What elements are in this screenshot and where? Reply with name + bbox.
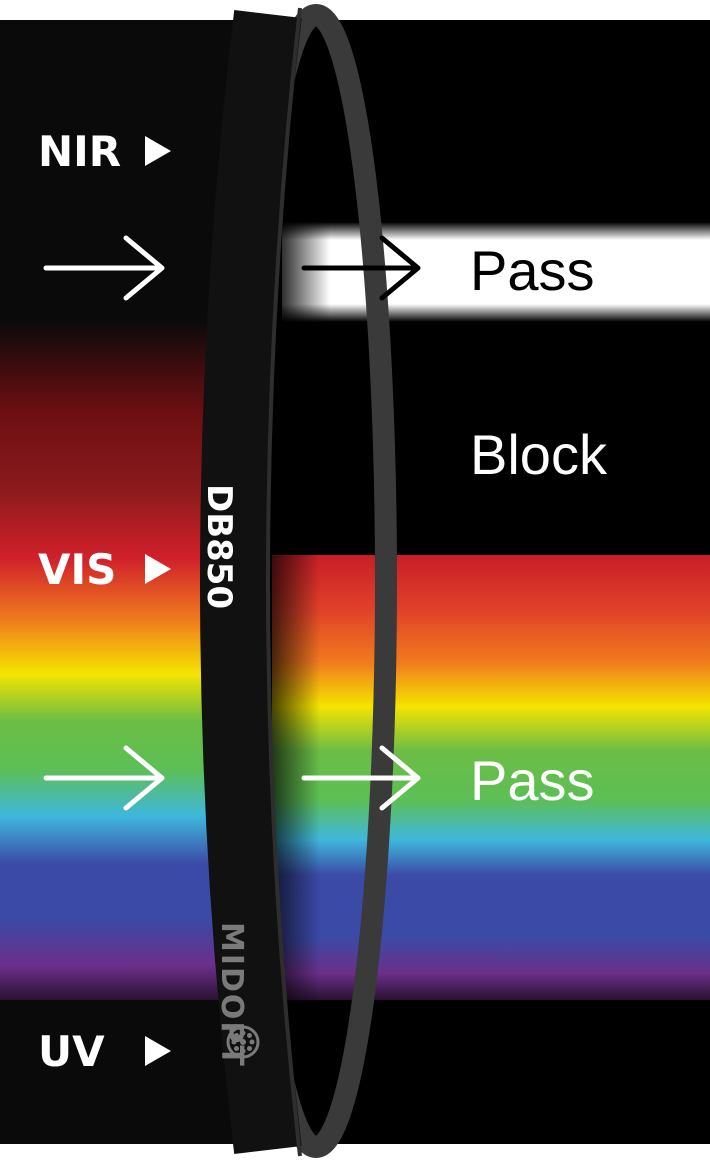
midopt-logo-icon — [226, 1025, 260, 1059]
vis-incoming-arrow-right-icon — [43, 745, 165, 811]
uv-label: UV — [38, 1027, 105, 1076]
nir-pass-label: Pass — [470, 239, 595, 302]
vis-pass-label: Pass — [470, 749, 595, 812]
block-label: Block — [470, 423, 608, 486]
brand-label: MIDOPT — [214, 922, 249, 1068]
nir-pass-band — [282, 222, 710, 322]
filter-model-label: DB850 — [199, 484, 239, 609]
uv-pointer-triangle-right-icon — [145, 1036, 171, 1066]
vis-label: VIS — [38, 545, 116, 594]
vis-pointer-triangle-right-icon — [145, 554, 171, 584]
brand-mark: MIDOPT — [214, 922, 249, 1068]
nir-pass-band-fade — [282, 222, 332, 322]
filter-ring-outer — [200, 9, 302, 1155]
vis-outgoing-arrow-right-icon — [301, 745, 421, 811]
nir-label: NIR — [38, 127, 121, 176]
nir-pointer-triangle-right-icon — [145, 136, 171, 166]
nir-incoming-arrow-right-icon — [43, 235, 165, 301]
nir-outgoing-arrow-right-icon — [301, 235, 421, 301]
filter-ring-edge — [266, 7, 302, 1157]
